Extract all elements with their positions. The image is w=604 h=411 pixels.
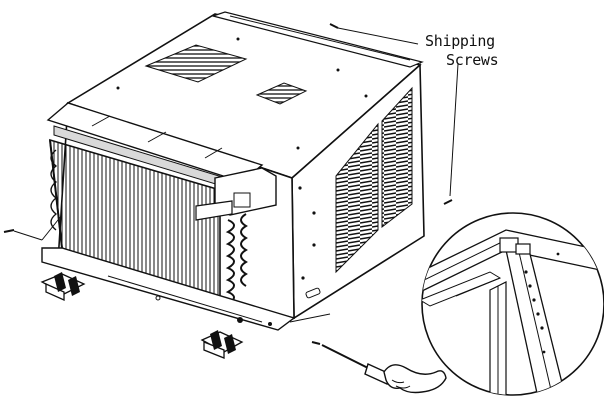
detail-inset	[421, 212, 604, 396]
shipping-screws-label-line1: Shipping	[425, 32, 495, 50]
cabinet-side	[291, 63, 425, 320]
base-pan	[41, 247, 296, 331]
bracket-right	[200, 330, 244, 359]
cabinet-top	[66, 11, 424, 179]
control-box	[195, 167, 277, 305]
shipping-screws	[3, 23, 459, 345]
bracket-left	[40, 272, 86, 302]
shipping-screws-label-line2: Screws	[446, 51, 499, 69]
screwdriver-hand	[321, 344, 447, 394]
